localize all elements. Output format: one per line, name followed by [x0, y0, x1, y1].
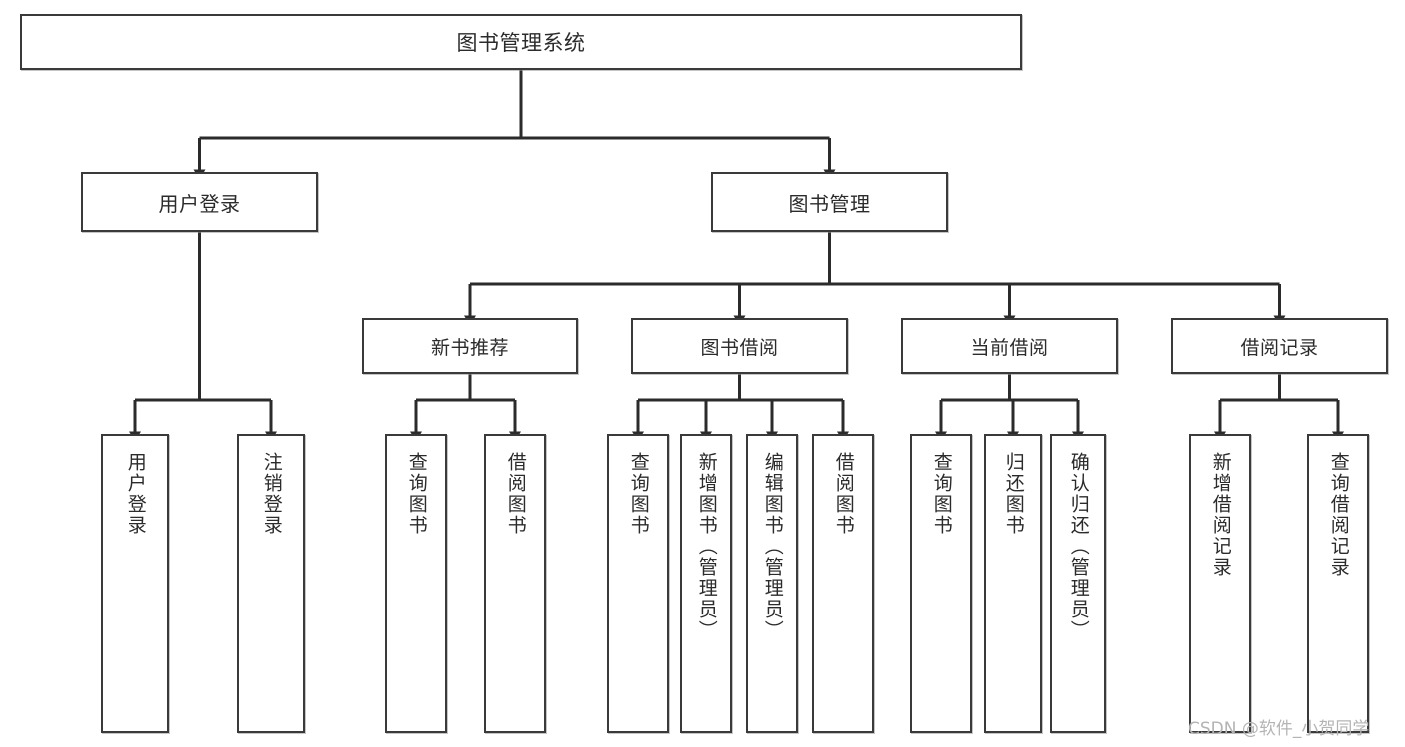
node-leaf-borrow-book-1[interactable]: 借阅图书 — [484, 434, 546, 733]
node-leaf-query-book-2[interactable]: 查询图书 — [607, 434, 669, 733]
node-label-leaf-query-book-1: 查询图书 — [405, 452, 428, 536]
node-label-leaf-query-record: 查询借阅记录 — [1327, 452, 1350, 578]
node-book-manage[interactable]: 图书管理 — [711, 172, 948, 232]
node-label-book-borrow: 图书借阅 — [700, 336, 779, 359]
node-new-book-rec[interactable]: 新书推荐 — [362, 318, 578, 374]
node-root[interactable]: 图书管理系统 — [20, 14, 1022, 70]
csdn-watermark: CSDN @软件_小贺同学 — [1188, 719, 1370, 739]
node-label-book-manage: 图书管理 — [788, 191, 871, 216]
node-leaf-query-book-3[interactable]: 查询图书 — [910, 434, 972, 733]
node-label-current-borrow: 当前借阅 — [970, 336, 1049, 359]
node-leaf-confirm-return[interactable]: 确认归还（管理员） — [1050, 434, 1106, 733]
node-label-leaf-add-record: 新增借阅记录 — [1209, 452, 1232, 578]
node-label-leaf-query-book-3: 查询图书 — [930, 452, 953, 536]
node-label-leaf-user-login: 用户登录 — [124, 452, 147, 536]
node-borrow-record[interactable]: 借阅记录 — [1171, 318, 1388, 374]
node-user-login[interactable]: 用户登录 — [81, 172, 318, 232]
node-label-leaf-logout: 注销登录 — [260, 452, 283, 536]
node-label-leaf-borrow-book-2: 借阅图书 — [832, 452, 855, 536]
node-leaf-add-record[interactable]: 新增借阅记录 — [1189, 434, 1251, 733]
node-leaf-edit-book[interactable]: 编辑图书（管理员） — [746, 434, 798, 733]
node-label-leaf-return-book: 归还图书 — [1002, 452, 1025, 536]
node-leaf-query-book-1[interactable]: 查询图书 — [385, 434, 447, 733]
node-label-leaf-confirm-return: 确认归还（管理员） — [1067, 452, 1090, 641]
node-leaf-add-book[interactable]: 新增图书（管理员） — [680, 434, 732, 733]
node-label-new-book-rec: 新书推荐 — [430, 336, 509, 359]
node-label-leaf-borrow-book-1: 借阅图书 — [504, 452, 527, 536]
node-book-borrow[interactable]: 图书借阅 — [631, 318, 848, 374]
node-label-leaf-query-book-2: 查询图书 — [627, 452, 650, 536]
node-leaf-user-login[interactable]: 用户登录 — [101, 434, 169, 733]
node-label-borrow-record: 借阅记录 — [1240, 336, 1319, 359]
node-leaf-logout[interactable]: 注销登录 — [237, 434, 305, 733]
node-label-leaf-edit-book: 编辑图书（管理员） — [761, 452, 784, 641]
node-label-user-login: 用户登录 — [158, 191, 241, 216]
node-leaf-query-record[interactable]: 查询借阅记录 — [1307, 434, 1369, 733]
node-leaf-return-book[interactable]: 归还图书 — [984, 434, 1042, 733]
node-label-root: 图书管理系统 — [456, 31, 586, 55]
node-leaf-borrow-book-2[interactable]: 借阅图书 — [812, 434, 874, 733]
node-label-leaf-add-book: 新增图书（管理员） — [695, 452, 718, 641]
node-current-borrow[interactable]: 当前借阅 — [901, 318, 1118, 374]
